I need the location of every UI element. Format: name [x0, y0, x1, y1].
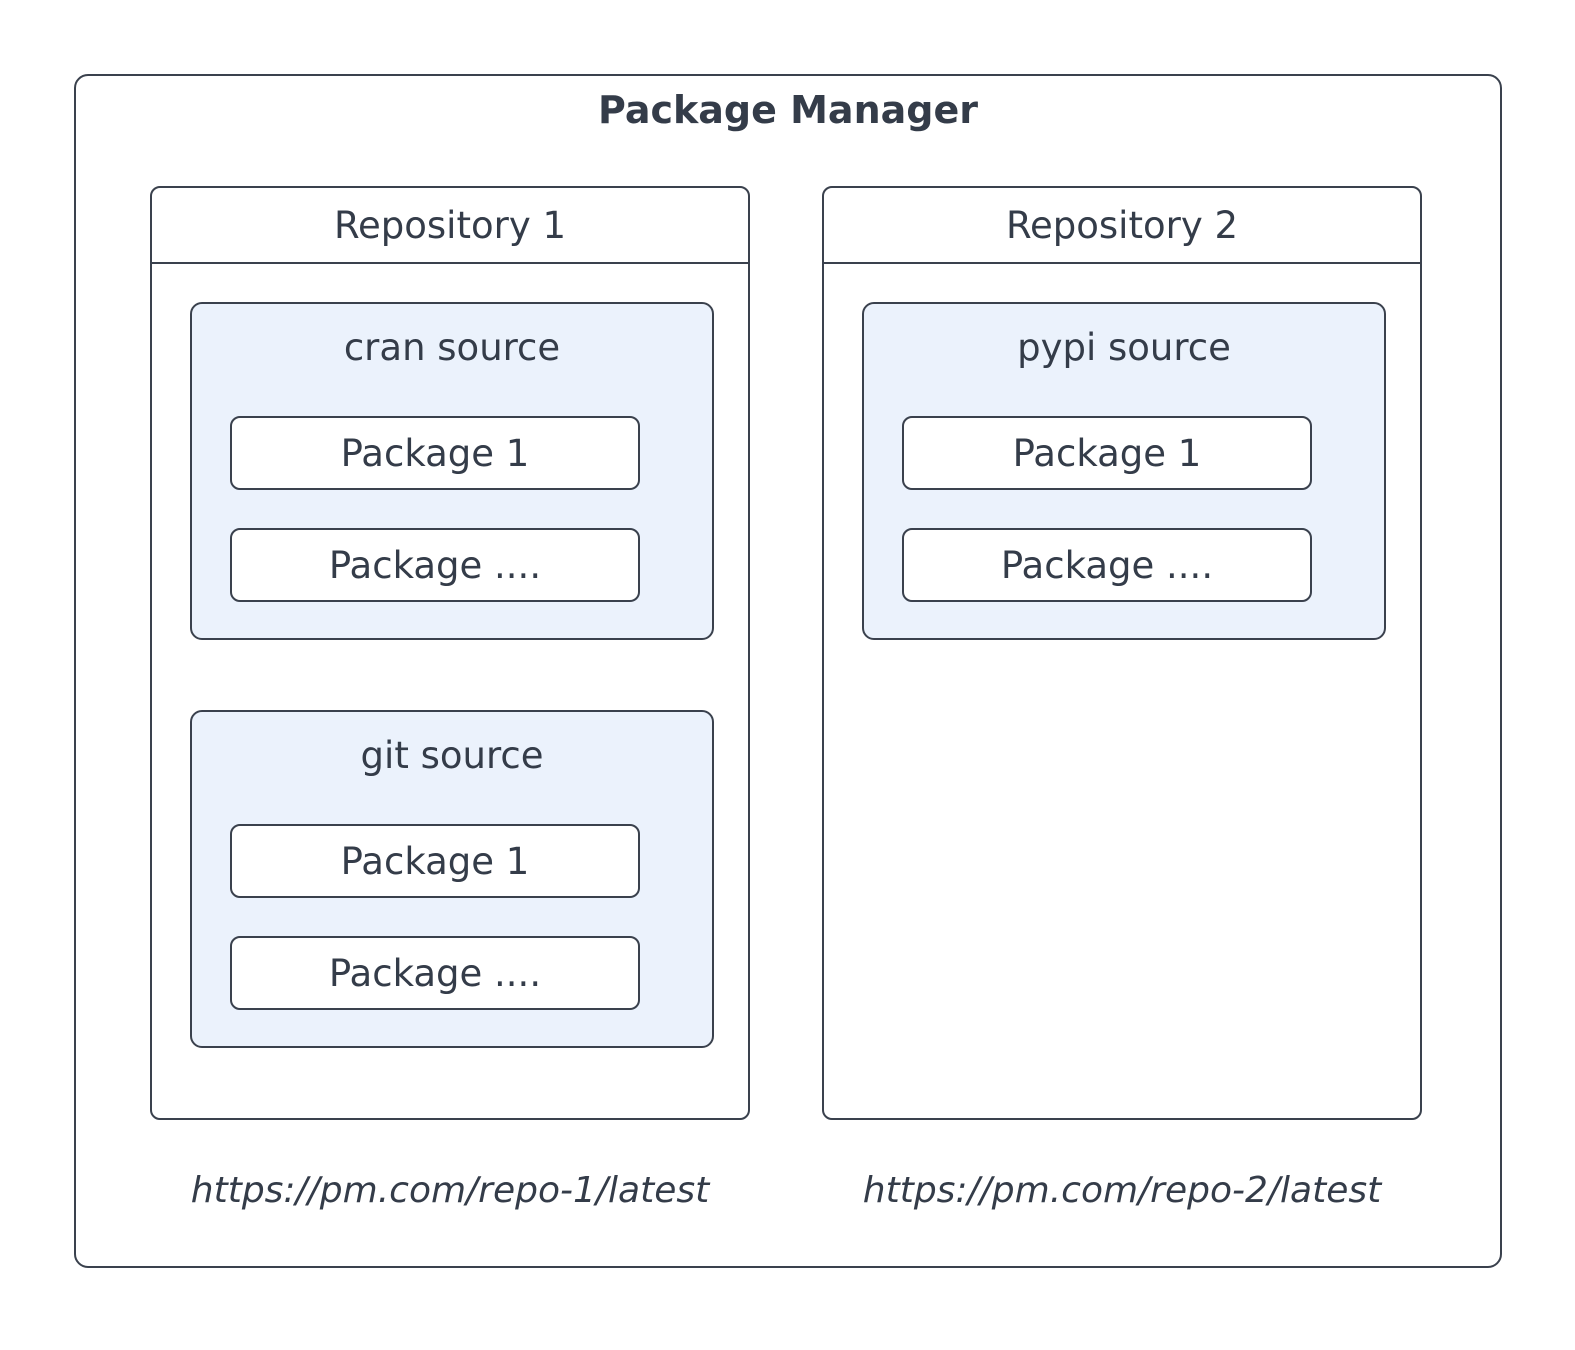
repository-2-header: Repository 2: [824, 188, 1420, 264]
repository-1-header: Repository 1: [152, 188, 748, 264]
git-package-1: Package 1: [230, 824, 640, 898]
pypi-source-label: pypi source: [1017, 326, 1231, 369]
repository-1-box: Repository 1 cran source Package 1 Packa…: [150, 186, 750, 1120]
pypi-package-more: Package ....: [902, 528, 1312, 602]
cran-source-box: cran source Package 1 Package ....: [190, 302, 714, 640]
pypi-source-box: pypi source Package 1 Package ....: [862, 302, 1386, 640]
cran-source-label: cran source: [343, 326, 561, 369]
cran-package-more: Package ....: [230, 528, 640, 602]
repository-2-box: Repository 2 pypi source Package 1 Packa…: [822, 186, 1422, 1120]
repository-2-url: https://pm.com/repo-2/latest: [862, 1170, 1382, 1211]
pypi-package-1: Package 1: [902, 416, 1312, 490]
diagram-title: Package Manager: [598, 88, 978, 132]
git-source-label: git source: [360, 734, 544, 777]
cran-package-1: Package 1: [230, 416, 640, 490]
repository-1-url: https://pm.com/repo-1/latest: [190, 1170, 710, 1211]
git-source-box: git source Package 1 Package ....: [190, 710, 714, 1048]
git-package-more: Package ....: [230, 936, 640, 1010]
